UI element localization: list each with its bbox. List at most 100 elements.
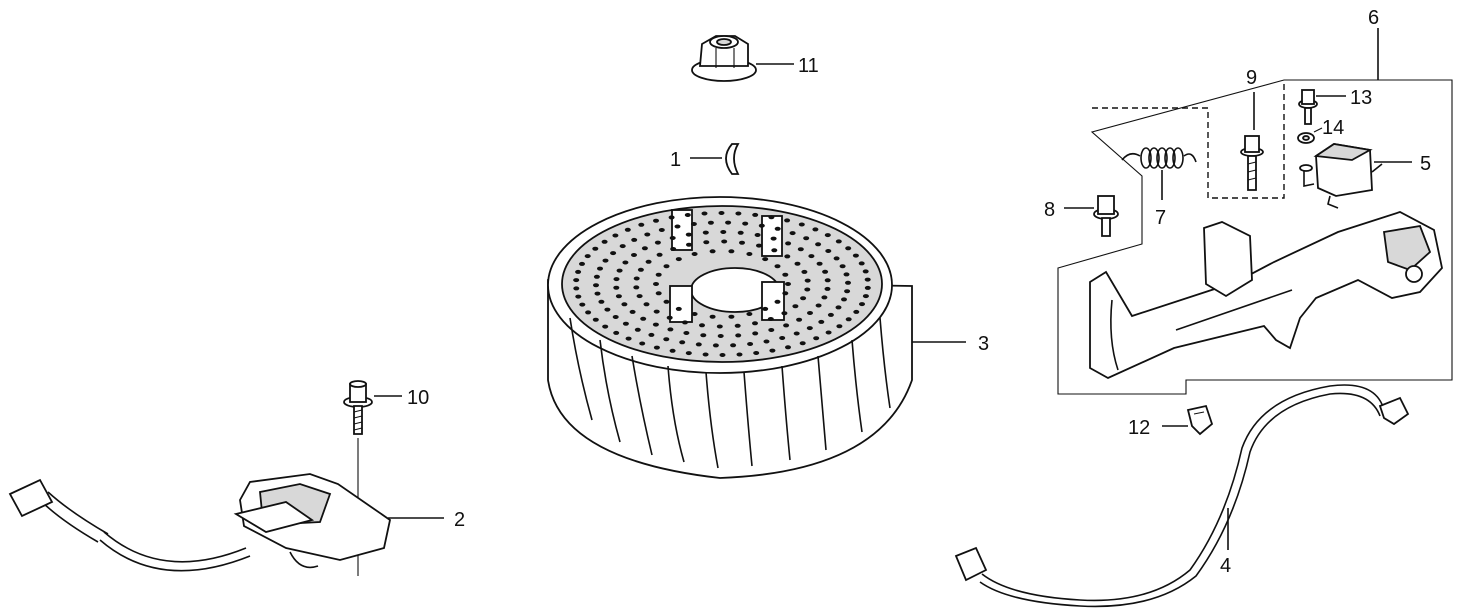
cooling-hole	[816, 261, 823, 266]
stop-switch	[1299, 143, 1412, 209]
cooling-hole	[774, 264, 781, 269]
cooling-hole	[806, 326, 813, 331]
cooling-hole	[624, 227, 631, 232]
cooling-hole	[575, 269, 582, 274]
cooling-hole	[604, 307, 611, 312]
cooling-hole	[746, 312, 753, 316]
cooling-hole	[781, 311, 788, 316]
cooling-hole	[691, 312, 698, 316]
cooling-hole	[835, 305, 842, 310]
cooling-hole	[739, 240, 745, 245]
cooling-hole	[845, 317, 852, 322]
bolt-8	[1064, 195, 1119, 237]
cooling-hole	[769, 348, 776, 353]
cooling-hole	[655, 272, 662, 277]
cooling-hole	[752, 331, 759, 336]
cooling-hole	[763, 339, 770, 344]
cooling-hole	[796, 317, 803, 322]
cooling-hole	[808, 254, 815, 259]
cooling-hole	[797, 247, 804, 252]
cooling-hole	[718, 211, 725, 215]
cooling-hole	[625, 336, 632, 341]
cooling-hole	[621, 302, 628, 307]
callout-7: 7	[1155, 207, 1166, 229]
cooling-hole	[682, 320, 688, 325]
cooling-hole	[602, 258, 609, 263]
cooling-hole	[852, 253, 859, 258]
cooling-hole	[690, 222, 697, 226]
cooling-hole	[685, 232, 692, 237]
cooling-hole	[686, 242, 692, 247]
cooling-hole	[644, 232, 651, 237]
cooling-hole	[612, 233, 619, 238]
cooling-hole	[742, 221, 749, 226]
cooling-hole	[597, 266, 603, 271]
cooling-hole	[785, 282, 791, 286]
spring	[1121, 147, 1197, 200]
cooling-hole	[774, 226, 781, 231]
cooling-hole	[836, 324, 843, 329]
cooling-hole	[653, 309, 660, 314]
cooling-hole	[594, 291, 601, 296]
cooling-hole	[573, 278, 580, 283]
cooling-hole	[862, 294, 869, 299]
cooling-hole	[663, 299, 670, 304]
cooling-hole	[585, 310, 592, 315]
cooling-hole	[768, 328, 775, 332]
cooling-hole	[612, 315, 619, 319]
cooling-hole	[730, 343, 737, 348]
cooling-hole	[656, 252, 663, 257]
cooling-hole	[666, 315, 673, 320]
cooling-hole	[841, 297, 847, 302]
cooling-hole	[675, 257, 682, 262]
cooling-hole	[717, 334, 724, 338]
cooling-hole	[592, 317, 599, 322]
cooling-hole	[728, 249, 735, 254]
cooling-hole	[639, 341, 646, 346]
cooling-hole	[758, 223, 765, 228]
cooling-hole	[827, 312, 834, 317]
cooling-hole	[592, 246, 599, 251]
cooling-hole	[709, 249, 716, 254]
cooling-hole	[843, 272, 850, 277]
cooling-hole	[629, 309, 636, 314]
cooling-hole	[619, 244, 626, 249]
cooling-hole	[658, 228, 665, 232]
stop-switch-wire	[954, 384, 1410, 608]
cooling-hole	[853, 309, 860, 314]
callout-11: 11	[798, 55, 819, 77]
cooling-hole	[640, 316, 647, 321]
callout-4: 4	[1220, 555, 1231, 577]
cooling-hole	[721, 239, 728, 244]
cooling-hole	[753, 351, 760, 355]
cooling-hole	[784, 218, 791, 223]
cooling-hole	[825, 249, 832, 253]
cooling-hole	[652, 322, 659, 327]
cooling-hole	[762, 306, 769, 311]
cooling-hole	[858, 261, 865, 266]
cooling-hole	[789, 231, 796, 236]
cooling-hole	[575, 294, 582, 299]
cooling-hole	[634, 327, 641, 332]
cooling-hole	[695, 342, 702, 347]
cooling-hole	[709, 314, 716, 319]
cooling-hole	[792, 304, 799, 309]
cooling-hole	[702, 230, 709, 235]
flywheel	[547, 196, 966, 479]
cooling-hole	[793, 331, 800, 336]
cooling-hole	[783, 323, 790, 328]
cooling-hole	[684, 213, 691, 217]
callout-3: 3	[978, 333, 989, 355]
cooling-hole	[643, 302, 650, 307]
cooling-hole	[579, 261, 585, 266]
cooling-hole	[798, 222, 805, 227]
cooling-hole	[767, 317, 774, 321]
cooling-hole	[782, 291, 789, 296]
cooling-hole	[613, 330, 620, 335]
cooling-hole	[794, 261, 801, 266]
cooling-hole	[622, 321, 629, 326]
cooling-hole	[779, 336, 786, 340]
bolt-9	[1240, 92, 1264, 191]
callout-10: 10	[407, 387, 429, 409]
cooling-hole	[824, 233, 831, 238]
